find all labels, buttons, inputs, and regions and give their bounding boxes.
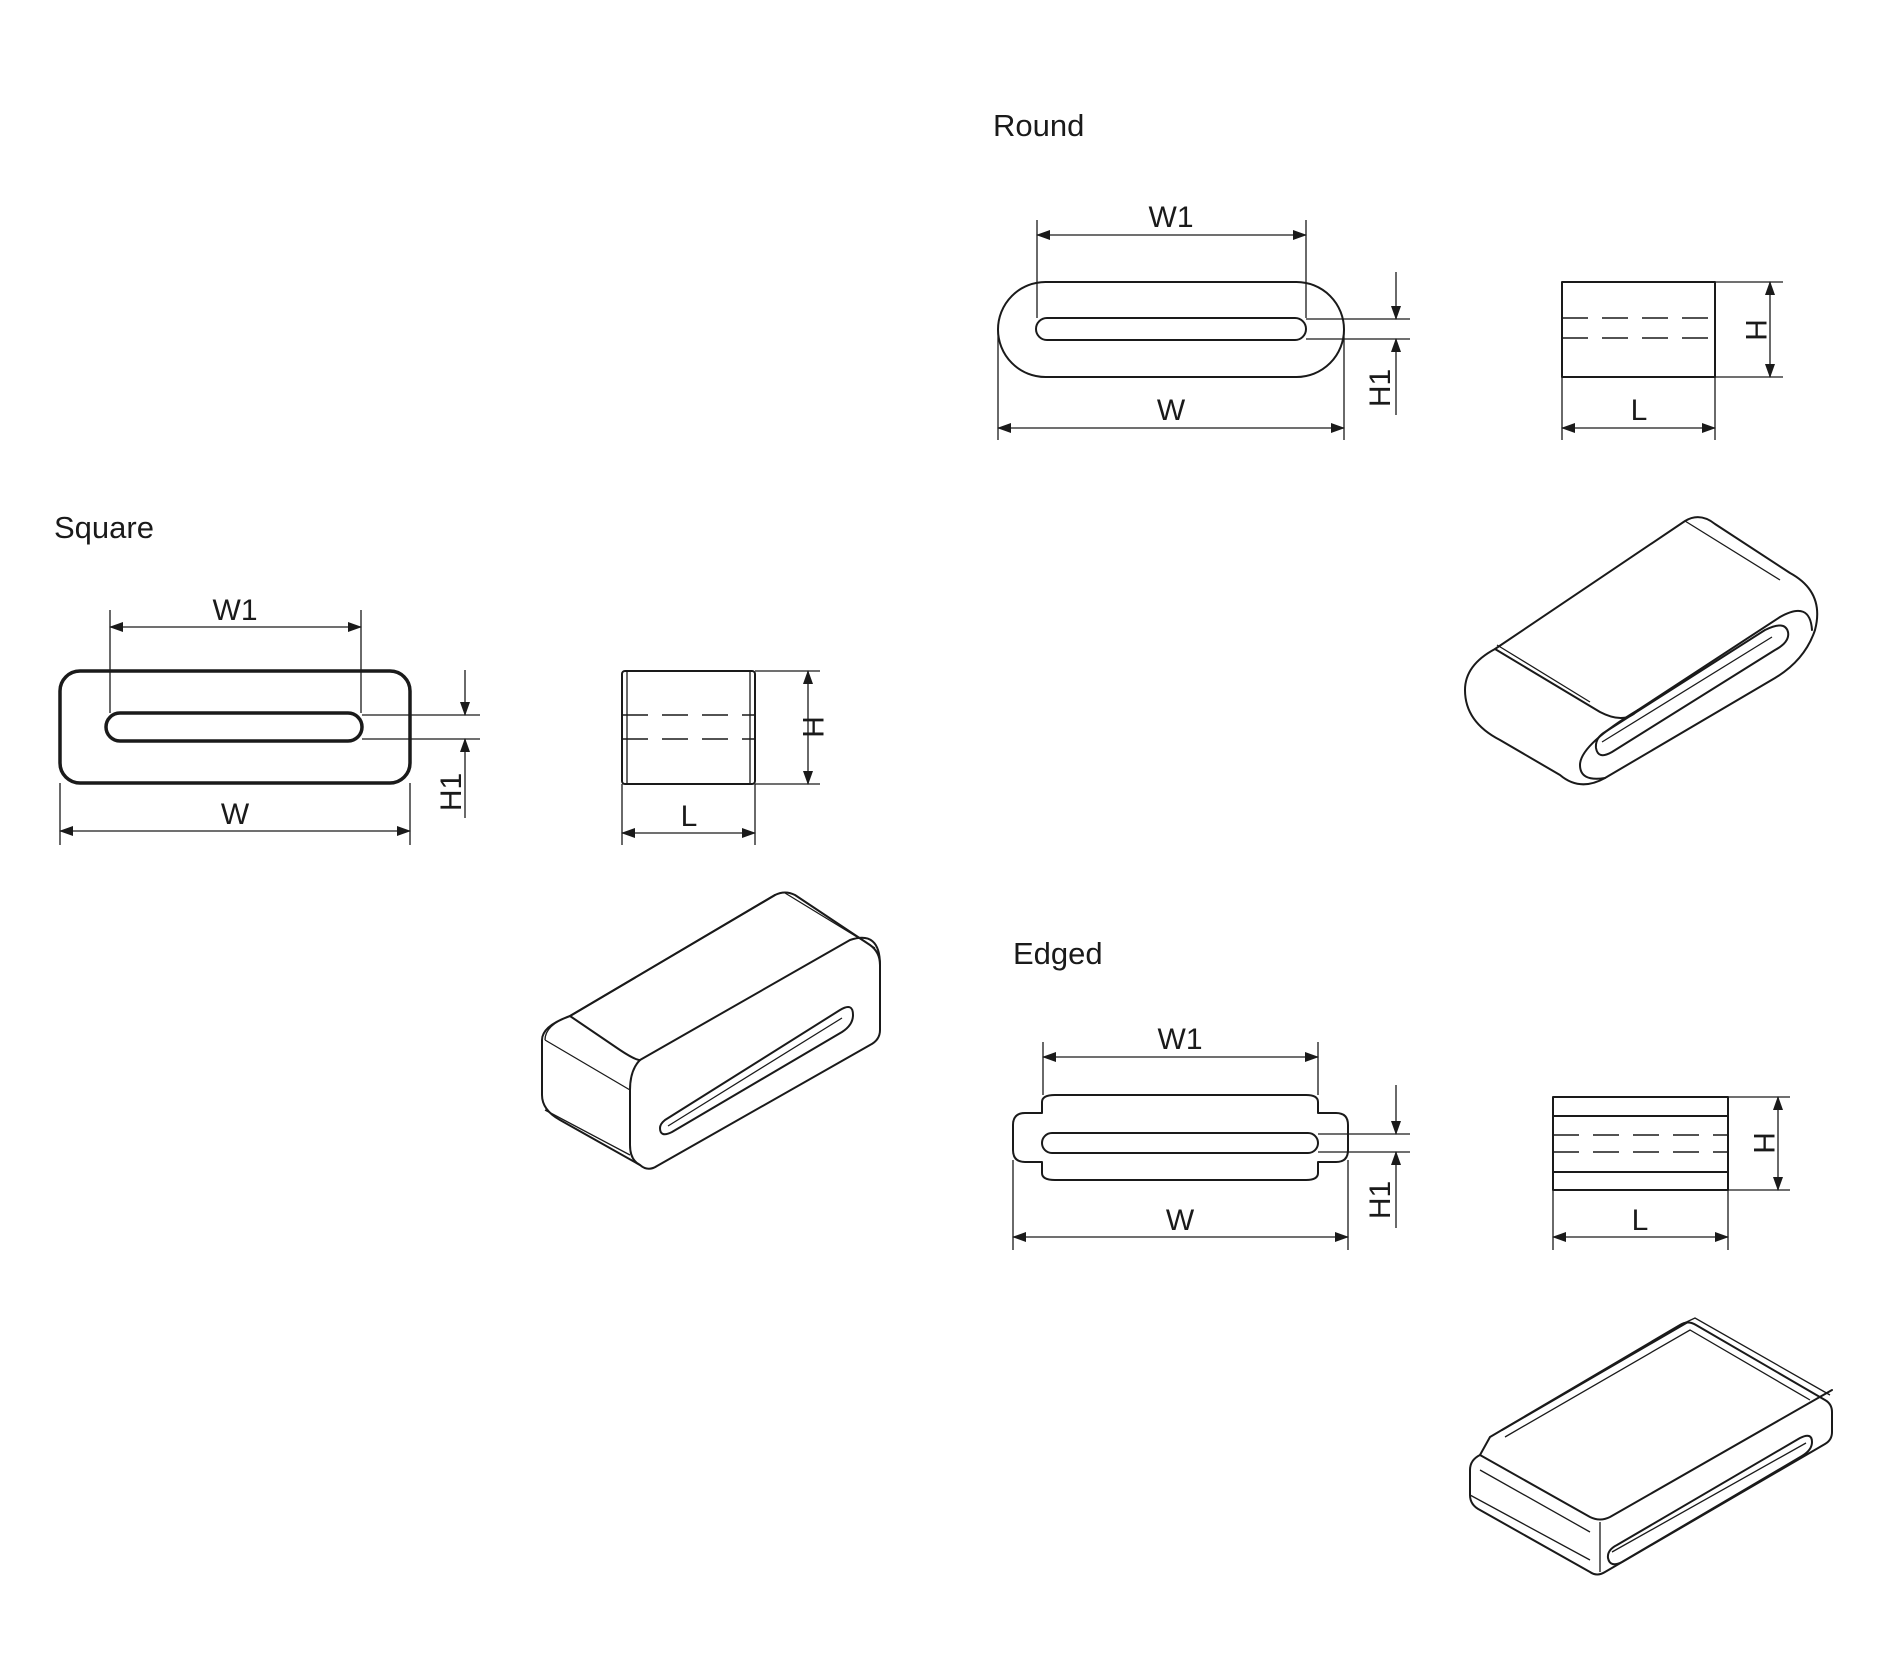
round-section: Round W1 W H1 [993,108,1819,786]
round-title: Round [993,108,1084,143]
round-l-label: L [1631,394,1648,427]
edged-side-view: H L [1552,1096,1790,1250]
round-w-label: W [1157,394,1186,427]
round-w1-label: W1 [1149,201,1194,234]
edged-h1-label: H1 [1364,1181,1397,1219]
edged-h-label: H [1747,1132,1780,1154]
round-h1-label: H1 [1364,369,1397,407]
square-h1-label: H1 [435,773,468,811]
square-isometric-view [541,891,881,1170]
edged-w-label: W [1166,1204,1195,1237]
square-title: Square [54,510,154,545]
edged-isometric-view [1469,1317,1833,1576]
square-w-label: W [221,798,250,831]
round-front-view: W1 W H1 [997,201,1410,440]
round-side-view: H L [1561,281,1783,440]
edged-title: Edged [1013,936,1103,971]
round-h-label: H [1739,319,1772,341]
square-section: Square W1 W H1 [54,510,881,1170]
square-side-view: H L [621,670,829,845]
square-w1-label: W1 [213,594,258,627]
square-front-view: W1 W H1 [58,594,480,845]
edged-w1-label: W1 [1158,1023,1203,1056]
square-l-label: L [681,800,698,833]
round-isometric-view [1464,516,1819,786]
edged-front-view: W1 W H1 [1012,1023,1410,1250]
edged-l-label: L [1632,1204,1649,1237]
edged-section: Edged W1 W H1 [1012,936,1833,1576]
square-h-label: H [796,716,829,738]
